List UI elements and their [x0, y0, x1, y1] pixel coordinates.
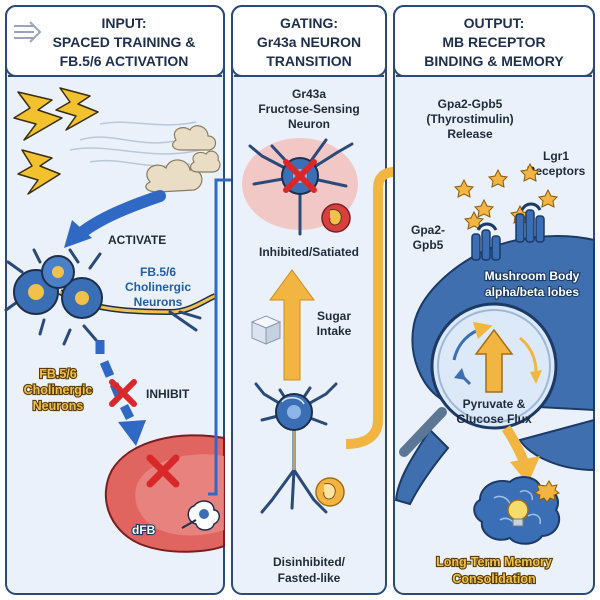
- lightning-icon: [13, 87, 99, 195]
- disinhibited-label-line2: Fasted-like: [278, 571, 341, 585]
- fb56-gold-label-line2: Cholinergic: [24, 383, 93, 397]
- input-title-line2: SPACED TRAINING &: [53, 34, 196, 50]
- mb-label-line2: alpha/beta lobes: [485, 285, 579, 299]
- output-title-line2: MB RECEPTOR: [442, 34, 545, 50]
- output-title-line3: BINDING & MEMORY: [424, 53, 564, 69]
- sugar-cube-icon: [250, 315, 282, 345]
- inhibited-label: Inhibited/Satiated: [259, 245, 359, 259]
- output-panel: OUTPUT: MB RECEPTOR BINDING & MEMORY Gpa…: [393, 5, 595, 595]
- activate-label: ACTIVATE: [108, 233, 166, 247]
- gating-title-line3: TRANSITION: [266, 53, 352, 69]
- dfb-label: dFB: [132, 523, 156, 537]
- fb56-neuron-cluster: [4, 248, 217, 346]
- magnifier-lens: [399, 302, 558, 457]
- disinhibited-label-line1: Disinhibited/: [273, 555, 346, 569]
- fb56-label-line1: FB.5/6: [140, 265, 176, 279]
- flux-label-line2: Glucose Flux: [456, 412, 532, 426]
- input-arrows-icon: [14, 21, 42, 43]
- input-title-line1: INPUT:: [101, 15, 146, 31]
- gr43a-label-line1: Gr43a: [292, 87, 326, 101]
- release-label-line1: Gpa2-Gpb5: [438, 97, 503, 111]
- mb-label-line1: Mushroom Body: [485, 269, 580, 283]
- memory-label-line2: Consolidation: [452, 572, 535, 586]
- gr43a-label-line3: Neuron: [288, 117, 330, 131]
- fb56-label-line2: Cholinergic: [125, 280, 191, 294]
- sugar-label-line1: Sugar: [317, 309, 351, 323]
- release-label-line2: (Thyrostimulin): [426, 112, 513, 126]
- lgr1-label-line1: Lgr1: [543, 149, 569, 163]
- stomach-full-icon: [321, 203, 351, 233]
- brain-lightbulb-icon: [473, 476, 561, 545]
- sugar-label-line2: Intake: [317, 324, 352, 338]
- activate-arrow: [64, 190, 166, 248]
- fb56-gold-label-line1: FB.5/6: [39, 367, 77, 381]
- gpa2-label-line1: Gpa2-: [411, 223, 445, 237]
- lgr1-label-line2: Receptors: [527, 164, 586, 178]
- release-label-line3: Release: [447, 127, 493, 141]
- input-title-line3: FB.5/6 ACTIVATION: [60, 53, 189, 69]
- gpa2-label-line2: Gpb5: [413, 238, 444, 252]
- input-panel: INPUT: SPACED TRAINING & FB.5/6 ACTIVATI…: [4, 5, 225, 595]
- flux-label-line1: Pyruvate &: [463, 397, 526, 411]
- inhibit-label: INHIBIT: [146, 387, 190, 401]
- sugar-intake-arrow: [269, 269, 315, 381]
- gr43a-label-line2: Fructose-Sensing: [258, 102, 359, 116]
- fb56-gold-label-line3: Neurons: [33, 399, 84, 413]
- dfb-region: [104, 434, 225, 553]
- inhibit-x-icon: [109, 379, 137, 407]
- gating-panel: GATING: Gr43a NEURON TRANSITION Gr43a Fr…: [231, 5, 387, 595]
- fb56-label-line3: Neurons: [134, 295, 183, 309]
- output-title-line1: OUTPUT:: [464, 15, 525, 31]
- memory-label-line1: Long-Term Memory: [436, 555, 552, 569]
- gating-title-line1: GATING:: [280, 15, 338, 31]
- gr43a-disinhibited-neuron: [254, 382, 338, 514]
- memory-arrow: [501, 425, 540, 484]
- odor-cloud-icon: [145, 125, 221, 193]
- lgr1-receptor-icons: [471, 202, 545, 261]
- stomach-empty-icon: [315, 477, 345, 507]
- gating-title-line2: Gr43a NEURON: [257, 34, 361, 50]
